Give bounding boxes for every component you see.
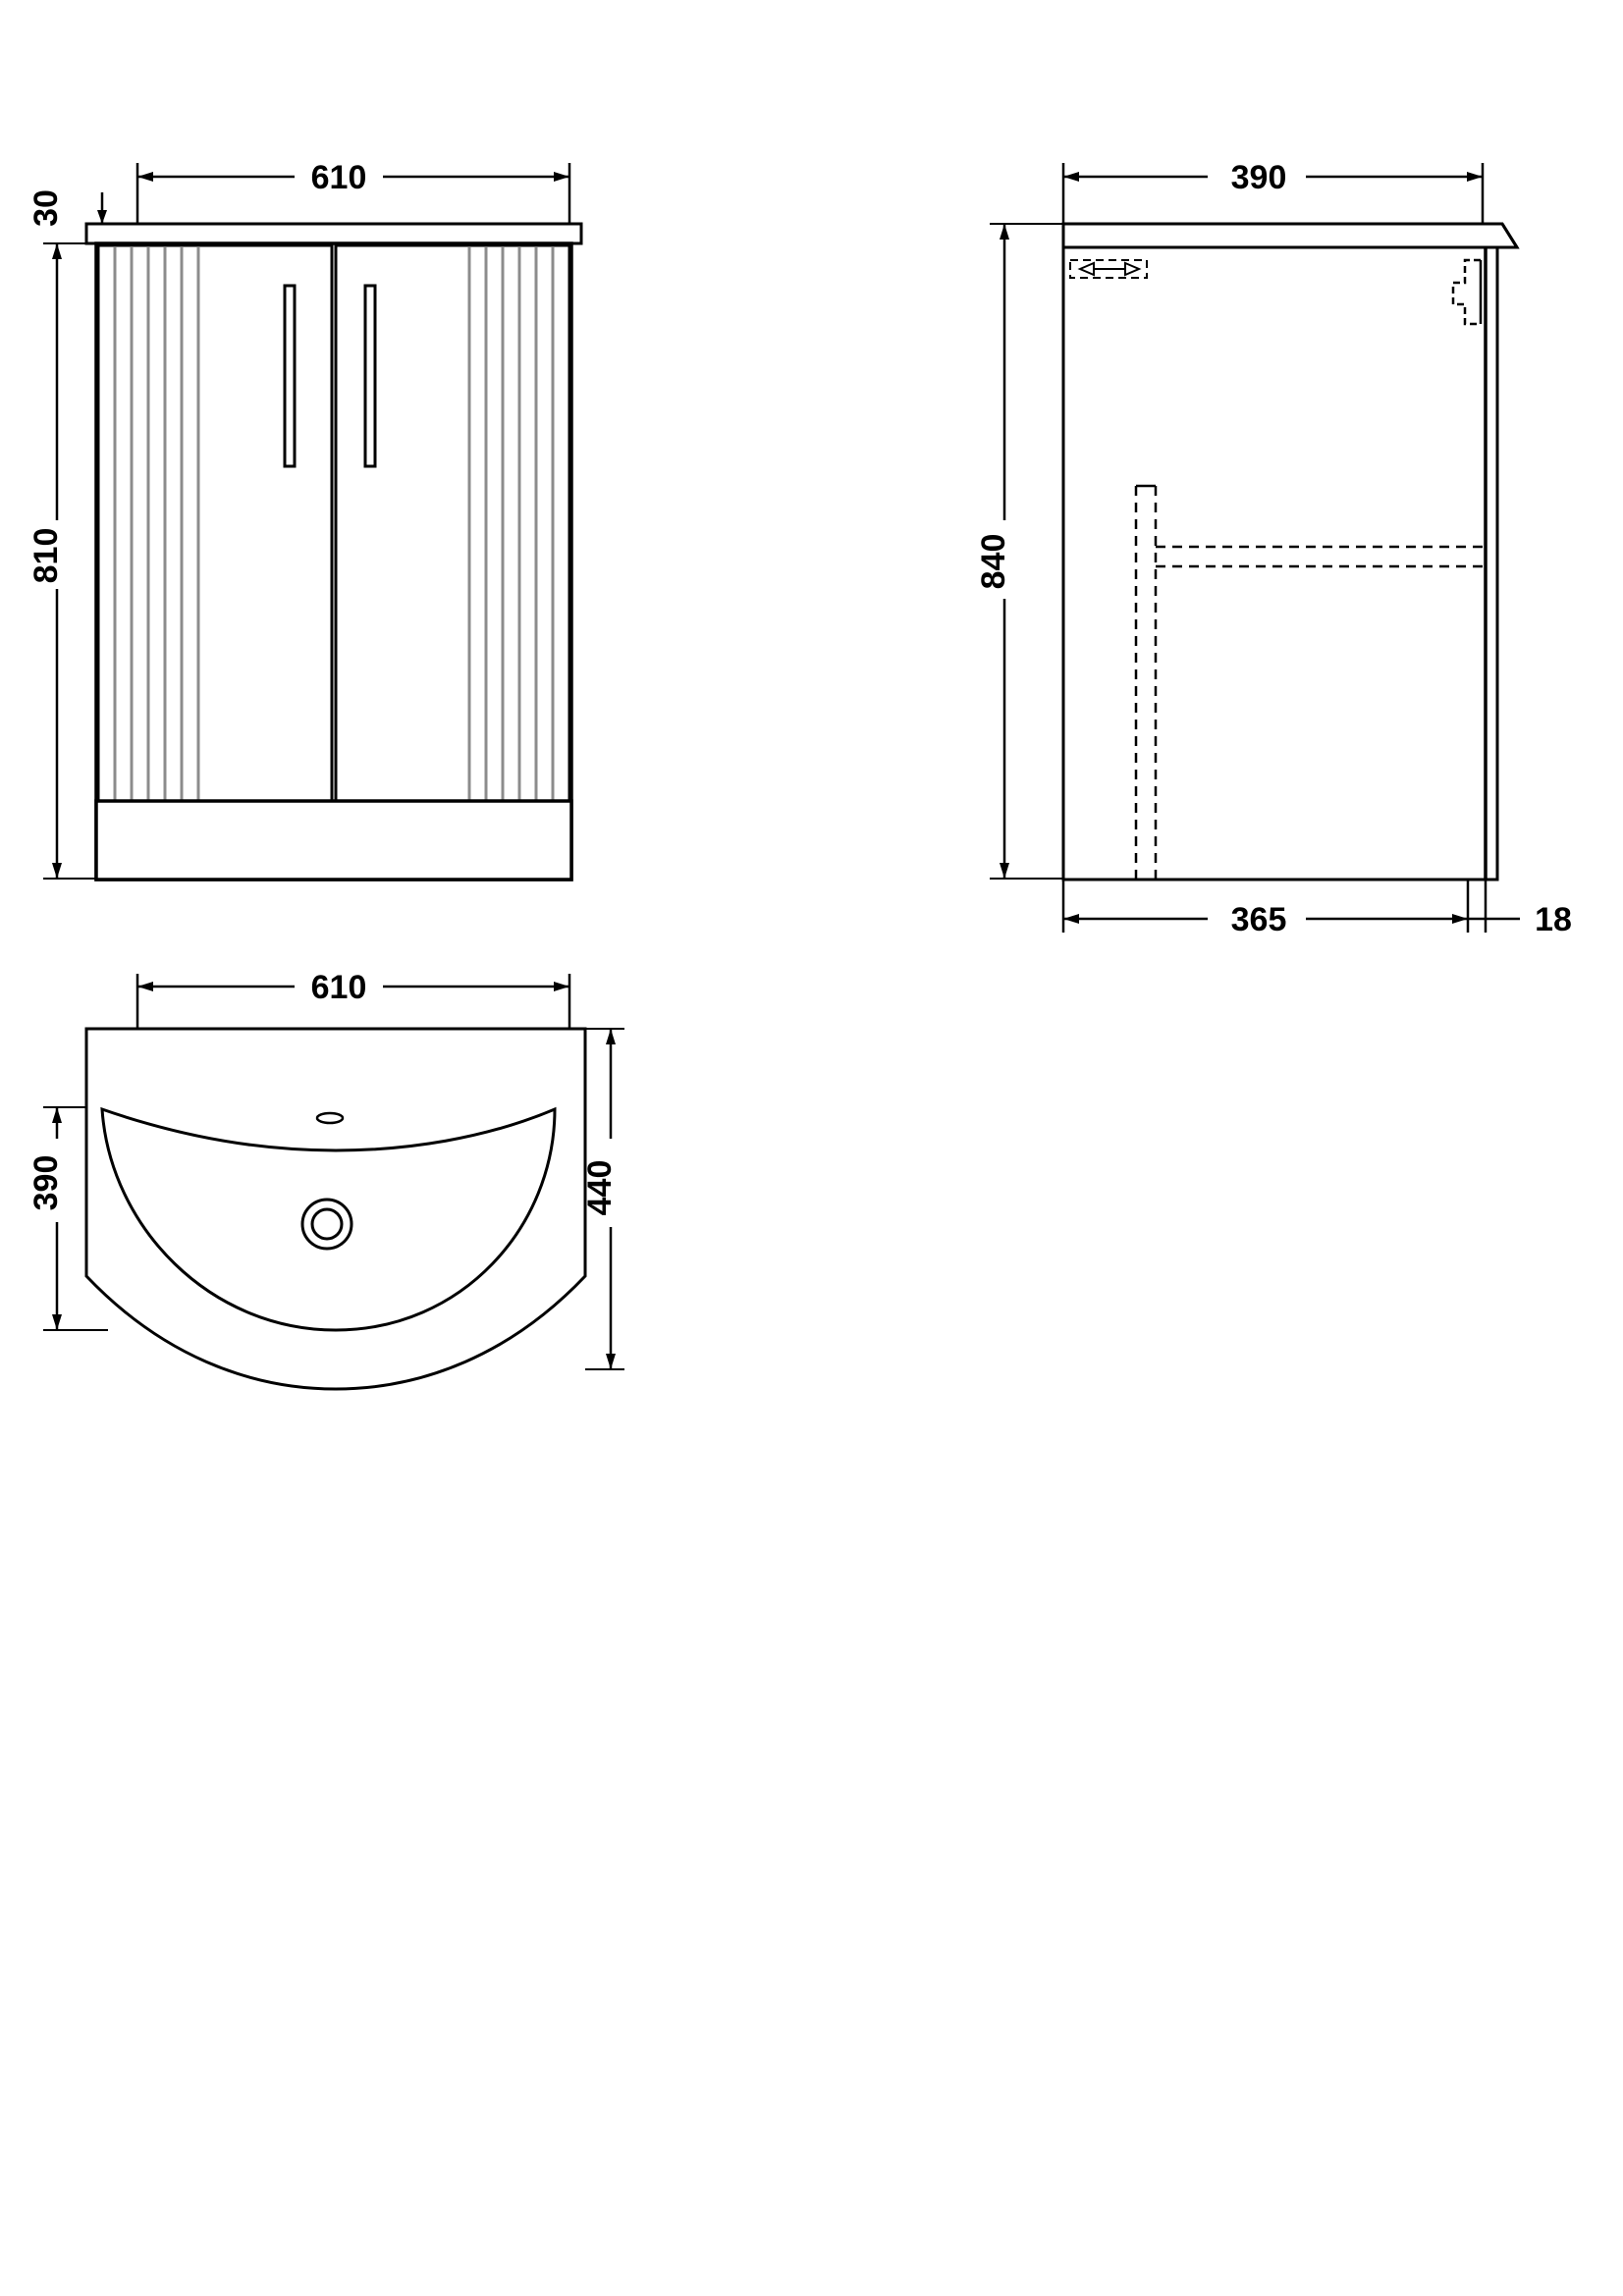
- side-cabinet-body: [1061, 245, 1499, 881]
- dim-label-worktop-thickness: 30: [27, 189, 65, 227]
- flutes-right-door: [467, 247, 555, 800]
- front-worktop: [84, 222, 583, 245]
- dim-label-front-width: 610: [311, 159, 367, 196]
- overflow-slot-icon: [315, 1111, 345, 1125]
- dim-label-side-depth: 390: [1231, 159, 1287, 196]
- dim-front-height: 810: [27, 242, 96, 880]
- basin-plan-view: 610 390 440: [27, 969, 624, 1391]
- hinge-bracket-detail: [1451, 258, 1483, 326]
- dim-plinth-offset: 18: [1468, 880, 1572, 938]
- dim-label-front-height: 810: [27, 528, 65, 584]
- dim-side-height: 840: [975, 223, 1063, 880]
- overflow-slot-detail: [1069, 259, 1148, 279]
- front-plinth: [94, 799, 573, 881]
- dim-side-depth: 390: [1061, 159, 1485, 236]
- dim-base-depth: 365: [1061, 880, 1470, 938]
- front-door-left[interactable]: [96, 243, 334, 803]
- handle-left-door[interactable]: [283, 284, 297, 468]
- flutes-left-door: [113, 247, 200, 800]
- dim-label-plinth-offset: 18: [1535, 901, 1572, 938]
- side-worktop-profile: [1061, 222, 1520, 249]
- front-elevation-view: 610 30 810: [27, 159, 583, 881]
- dim-label-plan-width: 610: [311, 969, 367, 1006]
- front-door-right[interactable]: [334, 243, 571, 803]
- dim-label-base-depth: 365: [1231, 901, 1287, 938]
- dim-label-plan-overall-depth: 440: [581, 1160, 619, 1216]
- dim-plan-bowl-depth: 390: [27, 1106, 108, 1331]
- dim-plan-width: 610: [135, 969, 571, 1041]
- dim-front-width: 610: [135, 159, 571, 236]
- dim-label-plan-bowl-depth: 390: [27, 1155, 65, 1211]
- internal-shelf-hidden: [1134, 484, 1486, 880]
- side-elevation-view: 390 840: [975, 159, 1572, 938]
- waste-hole-icon: [300, 1198, 353, 1251]
- dim-plan-overall-depth: 440: [581, 1028, 624, 1370]
- handle-right-door[interactable]: [363, 284, 377, 468]
- dim-label-side-height: 840: [975, 534, 1012, 590]
